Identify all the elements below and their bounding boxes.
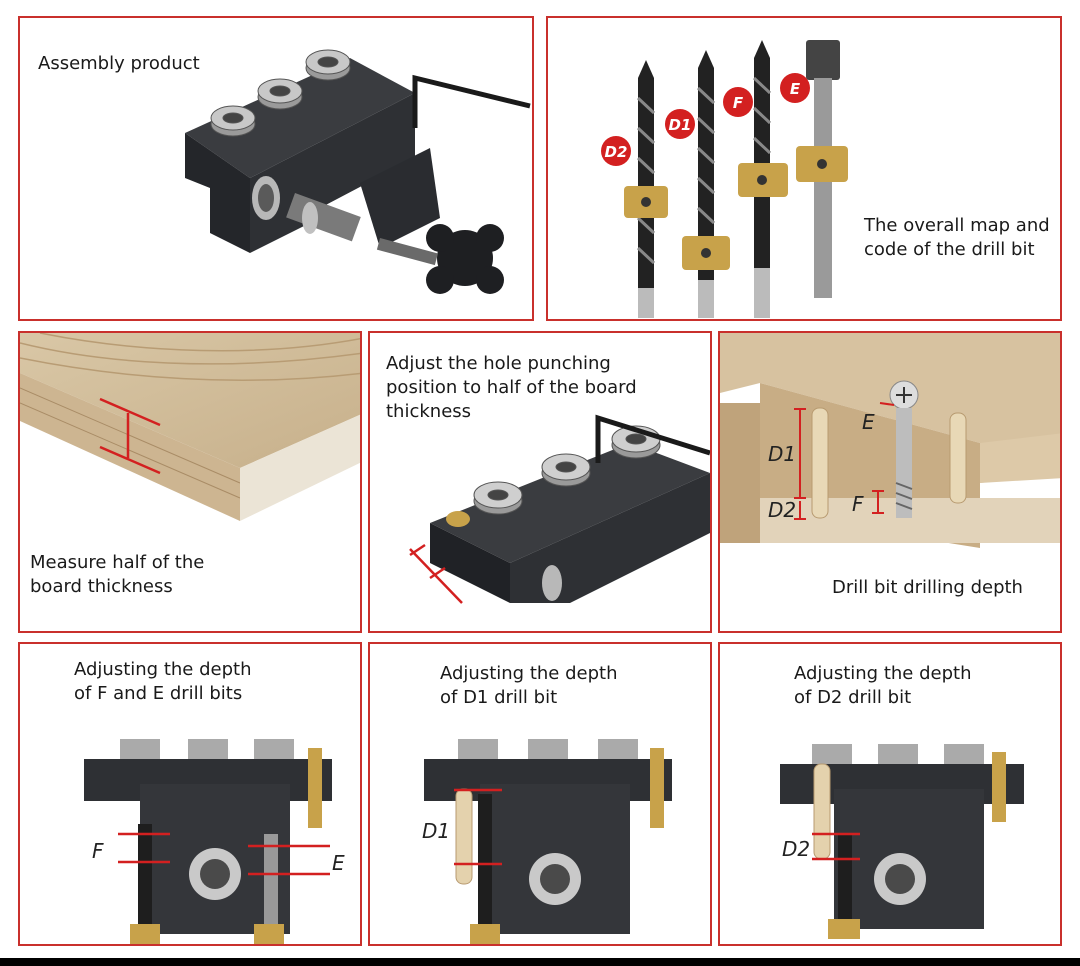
caption-drilling-depth: Drill bit drilling depth (832, 577, 1023, 598)
assembly-jig-illustration (185, 49, 531, 294)
caption-assembly-product: Assembly product (38, 53, 200, 74)
caption-adjust-position-line1: Adjust the hole punching (386, 353, 611, 374)
svg-text:D2: D2 (605, 143, 628, 161)
adjust-d2-jig: D2 (780, 744, 1024, 939)
bottom-bar (0, 958, 1080, 966)
position-marker (409, 543, 463, 604)
caption-measure-line2: board thickness (30, 576, 173, 597)
caption-adjust-d1-line2: of D1 drill bit (440, 687, 558, 708)
caption-adjust-fe-line2: of F and E drill bits (74, 683, 243, 704)
svg-text:E: E (790, 80, 801, 98)
panel-adjust-position: Adjust the hole punching position to hal… (368, 331, 712, 633)
code-badge-f: F (723, 87, 753, 117)
adjust-position-jig (409, 414, 710, 604)
label-f: F (92, 839, 104, 863)
caption-adjust-position-line2: position to half of the board (386, 377, 637, 398)
panel-drilling-depth: D1 D2 E F Drill bit drilling depth (718, 331, 1062, 633)
drilling-depth-illustration: D1 D2 E F (720, 333, 1060, 548)
code-badge-d1: D1 (665, 109, 695, 139)
drill-bit-e (796, 40, 848, 298)
drill-bits-illustration: D2 D1 F E (601, 40, 848, 318)
adjust-d1-jig: D1 (422, 739, 672, 944)
label-e: E (862, 410, 875, 434)
caption-adjust-d2-line2: of D2 drill bit (794, 687, 912, 708)
code-badge-e: E (780, 73, 810, 103)
label-d1: D1 (422, 819, 450, 843)
caption-adjust-d2-line1: Adjusting the depth (794, 663, 972, 684)
caption-adjust-fe-line1: Adjusting the depth (74, 659, 252, 680)
caption-drill-map-line1: The overall map and (864, 215, 1050, 236)
caption-drill-map-line2: code of the drill bit (864, 239, 1035, 260)
wood-board-illustration (20, 333, 360, 521)
label-f: F (852, 492, 864, 516)
panel-adjust-d1: Adjusting the depth of D1 drill bit D1 (368, 642, 712, 946)
caption-measure-line1: Measure half of the (30, 552, 205, 573)
label-e: E (332, 851, 345, 875)
thickness-marker (99, 397, 161, 475)
label-d2: D2 (768, 498, 796, 522)
adjust-fe-jig: F E (84, 739, 345, 944)
caption-adjust-position-line3: thickness (386, 401, 472, 422)
panel-adjust-d2: Adjusting the depth of D2 drill bit D2 (718, 642, 1062, 946)
panel-assembly-product: Assembly product (18, 16, 534, 321)
svg-text:F: F (733, 94, 744, 112)
panel-drill-bit-map: D2 D1 F E The overall map and code of th… (546, 16, 1062, 321)
drill-bit-d2 (624, 60, 668, 318)
panel-adjust-fe: Adjusting the depth of F and E drill bit… (18, 642, 362, 946)
drill-bit-d1 (682, 50, 730, 318)
label-d2: D2 (782, 837, 810, 861)
svg-text:D1: D1 (669, 116, 692, 134)
panel-measure-board: Measure half of the board thickness (18, 331, 362, 633)
knurled-knob (210, 49, 351, 137)
label-d1: D1 (768, 442, 796, 466)
drill-bit-f (738, 40, 788, 318)
caption-adjust-d1-line1: Adjusting the depth (440, 663, 618, 684)
code-badge-d2: D2 (601, 136, 631, 166)
